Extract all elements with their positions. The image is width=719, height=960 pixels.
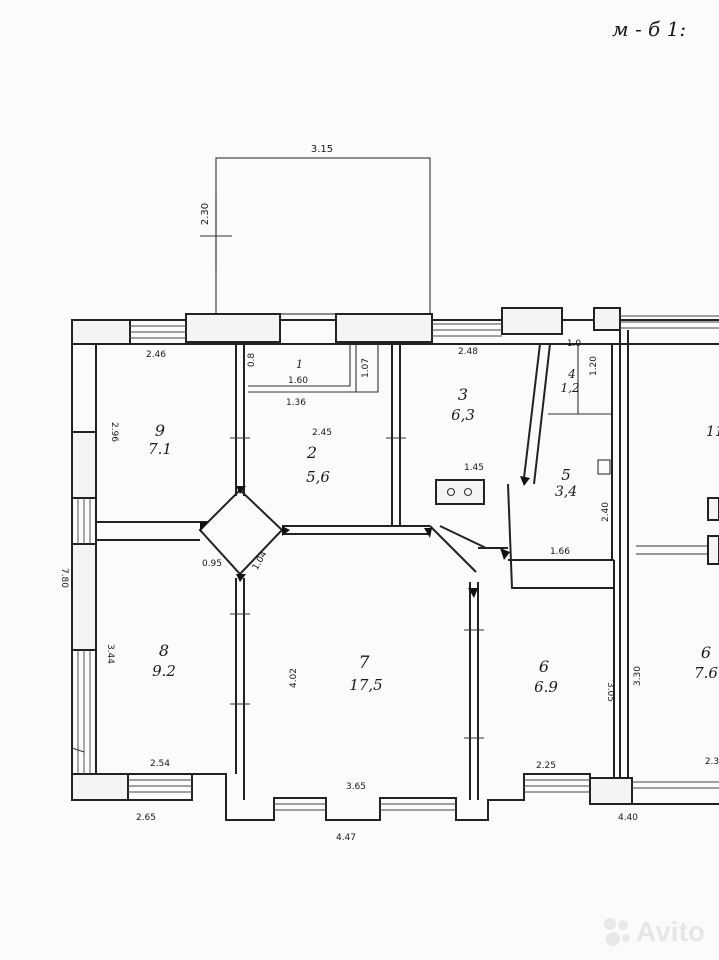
avito-logo-icon xyxy=(604,918,632,946)
room-7-area: 17,5 xyxy=(349,676,382,694)
dim-room6b-side: 3.30 xyxy=(633,666,643,686)
room-8-area: 9.2 xyxy=(152,662,176,680)
dim-room2-width: 2.45 xyxy=(312,428,332,438)
dim-porch-depth: 2.30 xyxy=(200,203,211,225)
dim-room6-bottom: 2.25 xyxy=(536,761,556,771)
dim-room1-a: 0.8 xyxy=(247,353,257,368)
dim-room1-b: 1.60 xyxy=(288,376,308,386)
inner-wall-left xyxy=(95,344,192,775)
scale-note: м - б 1: xyxy=(612,17,686,41)
pier-top-3 xyxy=(335,313,433,343)
room-6b-area: 7.6 xyxy=(694,664,718,682)
watermark-text: Avito xyxy=(636,916,705,947)
pier-left-1 xyxy=(71,431,97,499)
dim-outer-right: 4.40 xyxy=(618,813,638,823)
room-7-number: 7 xyxy=(359,653,370,673)
outer-wall-bottom xyxy=(71,320,719,821)
avito-watermark: Avito xyxy=(604,916,705,948)
room-9-area: 7.1 xyxy=(148,440,172,458)
wall-junctions xyxy=(200,476,530,598)
dim-room9-side: 2.96 xyxy=(109,422,119,442)
room-2-number: 2 xyxy=(306,443,317,462)
room-6b-number: 6 xyxy=(701,643,711,662)
room-4-area: 1,2 xyxy=(560,381,579,395)
pier-bottom-2 xyxy=(589,777,633,805)
dim-outer-left: 2.65 xyxy=(136,813,156,823)
room-2-area: 5,6 xyxy=(306,468,330,486)
dim-room6b-bottom: 2.3 xyxy=(705,757,719,767)
dim-room9-top: 2.46 xyxy=(146,350,166,360)
room-3-number: 3 xyxy=(458,385,468,404)
dim-room1-d: 1.07 xyxy=(361,358,371,378)
dim-room7-side: 4.02 xyxy=(289,668,299,688)
dim-diag-a: 0.95 xyxy=(202,559,222,569)
dim-room5-bottom: 1.66 xyxy=(550,547,570,557)
pier-top-2 xyxy=(185,313,281,343)
dim-room3-top: 2.48 xyxy=(458,347,478,357)
dim-outer-mid: 4.47 xyxy=(336,833,356,843)
dim-room8-side: 3.44 xyxy=(105,644,115,664)
room-8-number: 8 xyxy=(159,641,169,660)
dim-room4-b: 1.20 xyxy=(589,356,599,376)
partitions xyxy=(96,330,719,800)
dimension-ticks xyxy=(71,437,484,753)
pier-left-2 xyxy=(71,543,97,651)
room-5-number: 5 xyxy=(561,466,571,484)
pier-top-5 xyxy=(593,307,621,331)
dim-porch-width: 3.15 xyxy=(311,144,333,155)
room-3-area: 6,3 xyxy=(451,406,475,424)
dim-room8-bottom: 2.54 xyxy=(150,759,170,769)
dim-room6-side: 3.05 xyxy=(605,682,615,702)
dim-room7-bottom: 3.65 xyxy=(346,782,366,792)
room-4-number: 4 xyxy=(567,367,576,381)
dim-diag-b: 1.04 xyxy=(251,550,270,573)
dim-room3-bottom: 1.45 xyxy=(464,463,484,473)
pier-bottom-1 xyxy=(71,773,129,801)
dim-room1-c: 1.36 xyxy=(286,398,306,408)
porch-outline xyxy=(215,157,431,315)
dim-room5-side: 2.40 xyxy=(601,502,611,522)
room-9-number: 9 xyxy=(155,421,165,440)
room-6-number: 6 xyxy=(539,657,549,676)
dim-total-height: 7.80 xyxy=(59,568,69,588)
pier-top-1 xyxy=(71,319,131,345)
room-1-number: 1 xyxy=(296,358,303,371)
room-6-area: 6.9 xyxy=(534,678,558,696)
windows xyxy=(77,315,719,811)
room-edge-number: 11 xyxy=(706,424,719,440)
dim-room4-a: 1.0 xyxy=(567,339,582,349)
room-5-area: 3,4 xyxy=(555,484,577,500)
pier-top-4 xyxy=(501,307,563,335)
